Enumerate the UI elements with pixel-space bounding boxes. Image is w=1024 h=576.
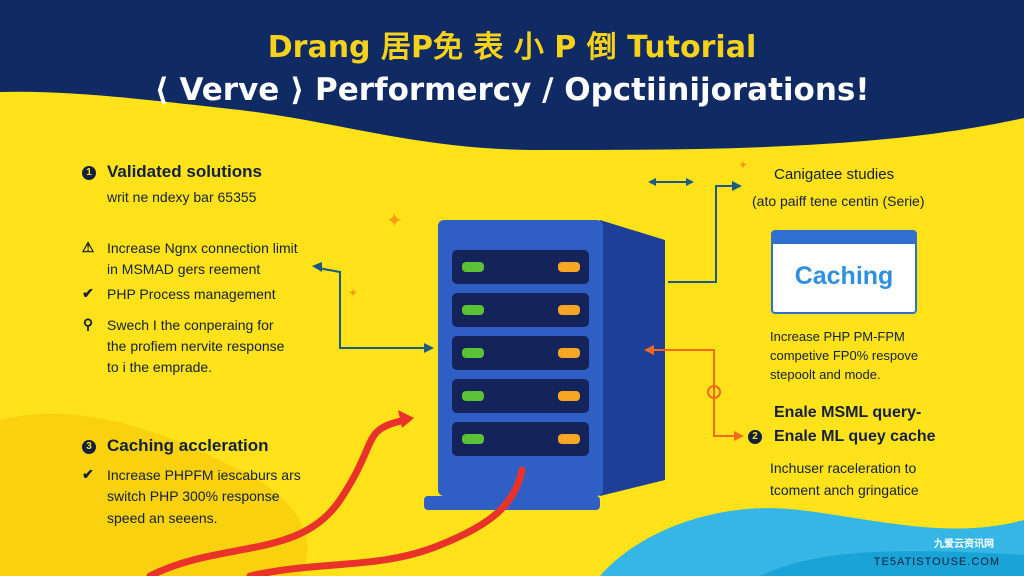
section-subtitle: writ ne ndexy bar 65355: [107, 189, 257, 205]
sparkle-icon: ✦: [386, 210, 403, 232]
check-icon: ✔: [82, 285, 94, 301]
list-item: Inchuser raceleration to: [770, 460, 917, 476]
list-item: to i the emprade.: [107, 359, 213, 375]
section-heading: Enale MSML query-: [774, 404, 922, 421]
section-heading: Caching accleration: [107, 436, 269, 455]
header-background: [0, 0, 1024, 150]
caching-label: Caching: [794, 262, 894, 290]
list-item: in MSMAD gers reement: [107, 261, 261, 277]
title-line-1: Drang 居P免 表 小 P 倒 Tutorial: [267, 30, 757, 65]
list-item: Increase PHP PM-FPM: [770, 329, 905, 344]
section-number-badge: 2: [748, 430, 762, 444]
list-item: Swech I the conperaing for: [107, 317, 274, 333]
section-subtitle: (ato paiff tene centin (Serie): [752, 193, 925, 209]
list-item: the profiem nervite response: [107, 338, 285, 354]
watermark-cn: 九爱云资讯网: [934, 539, 994, 550]
bottom-left-wave: [0, 413, 308, 576]
watermark-text: TE5ATISTOUSE.COM: [873, 556, 1000, 568]
card-title-bar: [773, 232, 915, 244]
section-number-badge: 3: [82, 440, 96, 454]
section-heading: Enale ML quey cache: [774, 428, 936, 445]
list-item: competive FP0% respove: [770, 348, 919, 363]
list-item: tcoment anch gringatice: [770, 482, 919, 498]
list-item: Increase PHPFM iescaburs ars: [107, 467, 301, 483]
list-item: speed an seeens.: [107, 510, 218, 526]
header-banner: Drang 居P免 表 小 P 倒 Tutorial ⟨ Verve ⟩ Per…: [0, 0, 1024, 160]
check-icon: ✔: [82, 466, 94, 482]
bottom-right-wave-2: [760, 551, 1024, 576]
sparkle-icon: ✦: [348, 286, 359, 300]
connector-right-orange: [650, 349, 738, 437]
section-heading: Validated solutions: [107, 162, 262, 181]
person-icon: ⚲: [82, 316, 94, 332]
server-icon: [424, 220, 665, 510]
connector-right-top: [668, 185, 736, 283]
warning-icon: ⚠: [81, 239, 95, 255]
red-arrow-2: [246, 466, 526, 576]
list-item: Increase Ngnx connection limit: [107, 240, 298, 256]
title-line-2: ⟨ Verve ⟩ Performercy / Opctiinijoration…: [154, 72, 870, 108]
list-item: PHP Process management: [107, 286, 276, 302]
list-item: switch PHP 300% response: [107, 488, 280, 504]
caching-card: Caching: [771, 230, 917, 314]
section-number-badge: 1: [82, 166, 96, 180]
section-heading: Canigatee studies: [774, 166, 895, 183]
list-item: stepoolt and mode.: [770, 367, 881, 382]
red-arrow-1: [146, 416, 409, 576]
connector-left-top: [317, 267, 430, 349]
sparkle-icon: ✦: [738, 158, 749, 172]
